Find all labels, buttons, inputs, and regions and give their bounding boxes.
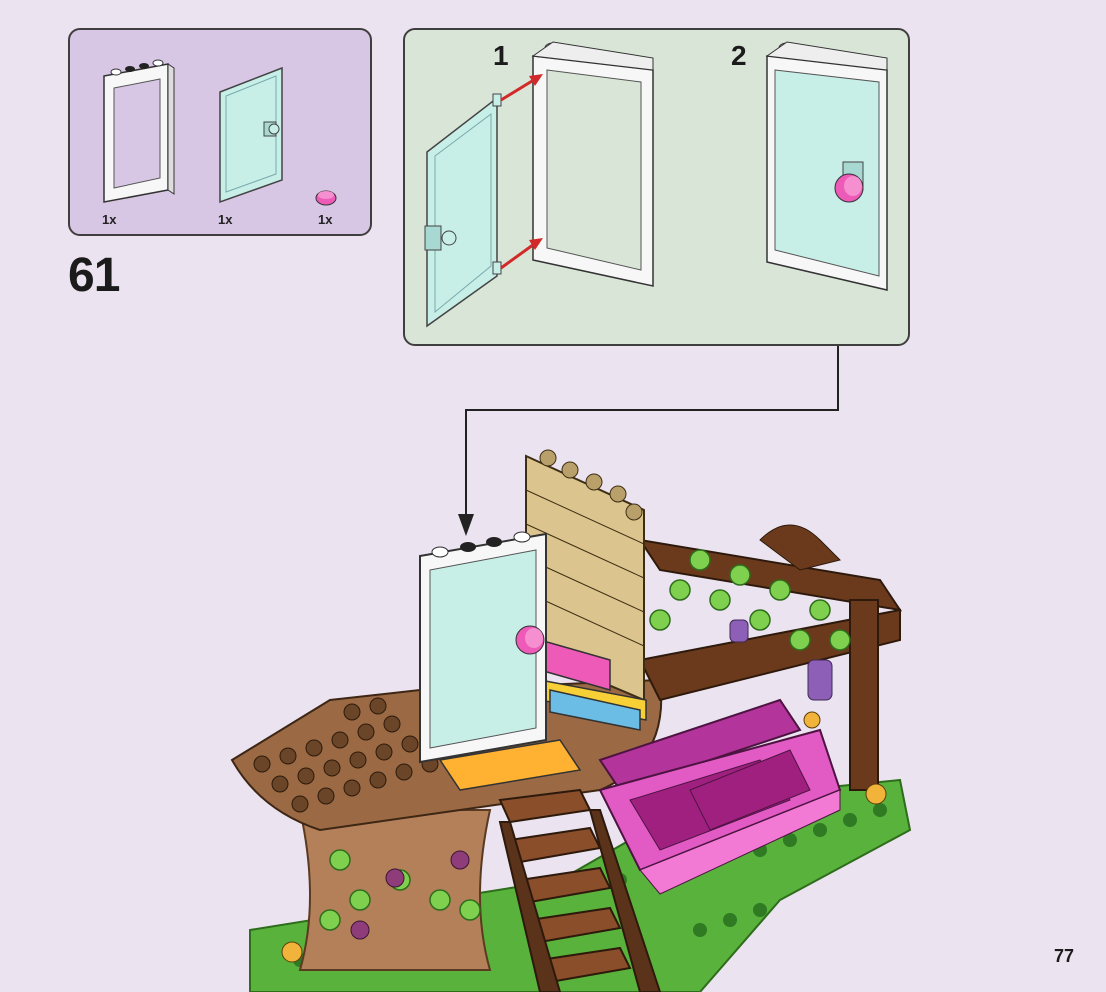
- hanging-flowers: [729, 619, 833, 701]
- pergola-plants: [649, 549, 851, 651]
- colorful-bricks: [438, 639, 647, 791]
- trunk-flowers: [350, 850, 470, 940]
- parts-illustration: [103, 59, 337, 206]
- part-qty-door: 1x: [218, 212, 233, 227]
- sub-assembly-illustration: [424, 41, 888, 328]
- open-door: [424, 93, 502, 328]
- callout-connector: [465, 346, 839, 528]
- tree-trunk: [298, 809, 492, 971]
- parts-callout: 1x 1x 1x: [68, 28, 372, 236]
- frame-step-1: [531, 41, 654, 287]
- door-part: [219, 66, 283, 204]
- model-door: [419, 531, 547, 764]
- frame-step-2: [765, 41, 888, 291]
- assembly-arrows: [500, 74, 543, 270]
- sub-step-1-number: 1: [493, 40, 509, 71]
- page-number: 77: [1054, 946, 1075, 966]
- door-frame-part: [103, 59, 175, 203]
- pink-tile-part: [315, 190, 337, 206]
- part-qty-frame: 1x: [102, 212, 117, 227]
- staircase: [498, 788, 662, 992]
- sub-assembly-callout: 1 2: [403, 28, 910, 346]
- step-number: 61: [68, 249, 120, 302]
- connector-arrowhead: [458, 514, 474, 536]
- pink-sofa: [598, 698, 842, 895]
- yellow-flowers: [281, 711, 887, 963]
- sub-step-2-number: 2: [731, 40, 747, 71]
- part-qty-tile: 1x: [318, 212, 333, 227]
